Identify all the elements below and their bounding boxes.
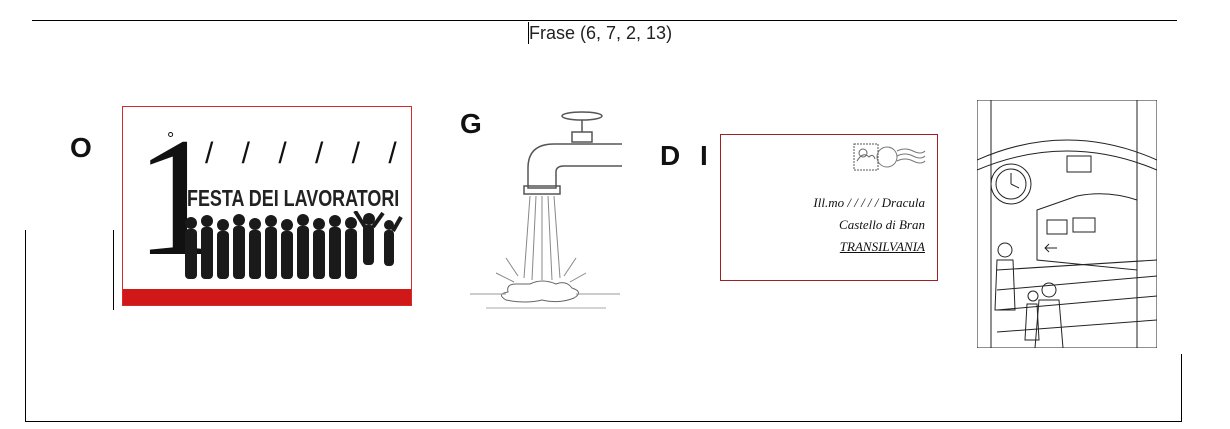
poster-red-band (123, 289, 411, 305)
top-rule (32, 20, 1177, 21)
page-title[interactable]: Frase (6, 7, 2, 13) (529, 23, 673, 43)
labour-day-poster: 1 ° / / / / / / FESTA DEI LAVORATORI (122, 106, 412, 306)
poster-slashes: / / / / / / (205, 137, 407, 170)
envelope-line-1: Ill.mo / / / / / Dracula (813, 195, 925, 210)
faucet-icon (470, 111, 622, 309)
crowd-silhouette-icon (185, 211, 403, 279)
train-station-illustration (977, 100, 1157, 348)
letter-o: O (70, 132, 98, 163)
envelope-line-2: Castello di Bran (839, 217, 925, 232)
envelope-line-3: TRANSILVANIA (839, 239, 925, 254)
postage-stamp-icon (853, 143, 926, 171)
poster-degree: ° (167, 129, 175, 149)
envelope-card: Ill.mo / / / / / Dracula Castello di Bra… (720, 134, 938, 281)
inner-margin-line (113, 230, 114, 310)
poster-caption: FESTA DEI LAVORATORI (187, 185, 400, 211)
text-cursor (528, 22, 529, 44)
left-margin-line (25, 230, 26, 422)
right-margin-line (1181, 354, 1182, 422)
letter-g: G (460, 108, 488, 139)
letter-di: D I (660, 140, 714, 171)
bottom-rule (25, 421, 1182, 422)
